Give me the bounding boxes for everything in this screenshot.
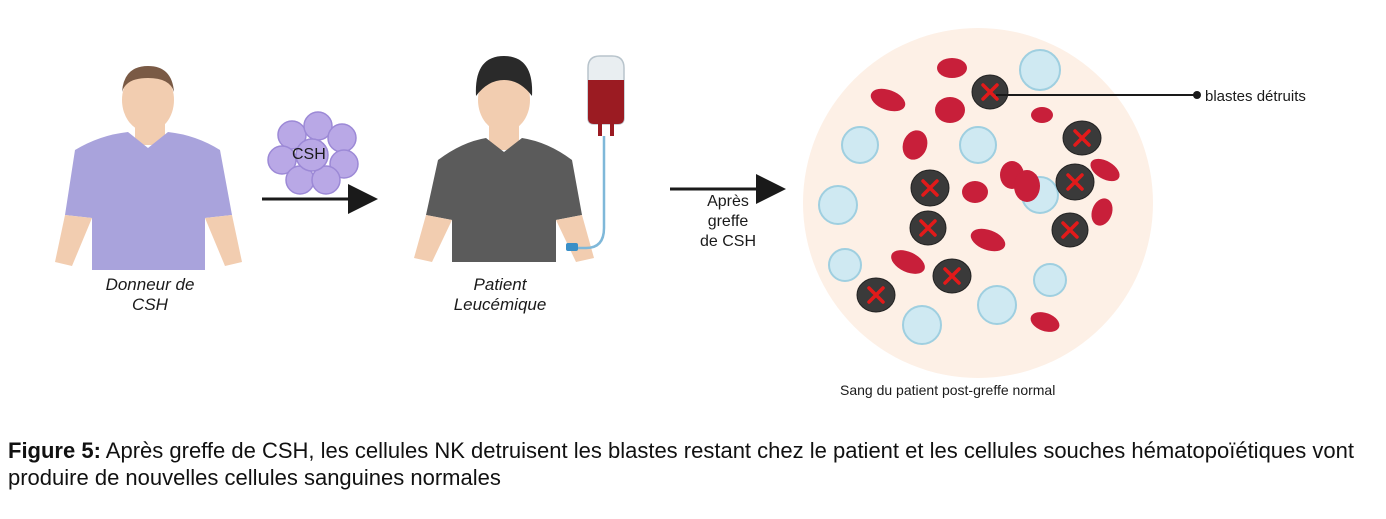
stem-cells-label: CSH [292, 146, 326, 163]
white-blood-cells [818, 49, 1067, 345]
stem-cell-cluster [267, 111, 359, 195]
donor-figure [55, 66, 242, 270]
transition-line2: greffe [707, 213, 749, 230]
blast-cross-marks [867, 83, 1091, 304]
transition-line1: Après [707, 193, 749, 210]
annotation-dot [1193, 91, 1201, 99]
caption-prefix: Figure 5: [8, 438, 101, 463]
patient-label-line2: Leucémique [453, 295, 547, 314]
red-blood-cells [870, 58, 1120, 332]
blood-bag-iv [566, 55, 625, 251]
transition-line3: de CSH [699, 233, 757, 250]
figure-caption: Figure 5: Après greffe de CSH, les cellu… [8, 437, 1383, 491]
blood-view-title: Sang du patient post-greffe normal [840, 382, 1056, 398]
caption-text: Après greffe de CSH, les cellules NK det… [8, 438, 1354, 490]
blasts-annotation: blastes détruits [1205, 88, 1306, 105]
patient-label: Patient Leucémique [430, 275, 570, 315]
donor-label-line2: CSH [132, 295, 168, 314]
donor-label-line1: Donneur de [105, 275, 195, 294]
patient-figure [414, 56, 594, 262]
transition-label: Après greffe de CSH [688, 192, 768, 252]
donor-label: Donneur de CSH [90, 275, 210, 315]
patient-label-line1: Patient [473, 275, 527, 294]
